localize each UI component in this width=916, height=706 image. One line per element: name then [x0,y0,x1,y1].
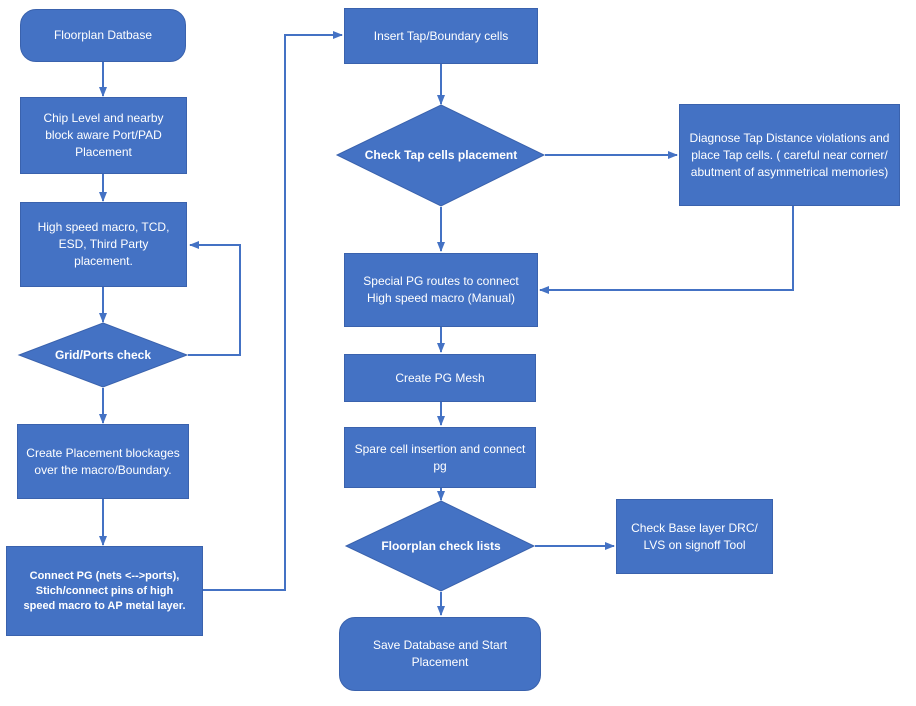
check-tap-diamond [335,104,546,207]
connect-pg-node: Connect PG (nets <-->ports), Stich/conne… [6,546,203,636]
floorplan-database-node: Floorplan Datbase [20,9,186,62]
grid-ports-check-label: Grid/Ports check [54,348,152,362]
create-pg-mesh-node: Create PG Mesh [344,354,536,402]
placement-blockages-node: Create Placement blockages over the macr… [17,424,189,499]
chip-level-placement-node: Chip Level and nearby block aware Port/P… [20,97,187,174]
connector-diagnose-to-specialpg [539,206,794,294]
high-speed-macro-placement-node: High speed macro, TCD, ESD, Third Party … [20,202,187,287]
save-database-node: Save Database and Start Placement [339,617,541,691]
check-tap-cells-label: Check Tap cells placement [364,148,518,162]
floorplan-check-diamond [344,500,536,592]
connector-grid-loop-back [188,241,241,356]
check-base-layer-drc-node: Check Base layer DRC/ LVS on signoff Too… [616,499,773,574]
floorplan-check-lists-label: Floorplan check lists [381,539,501,553]
connector-connectpg-to-inserttap [203,31,343,591]
diagnose-tap-distance-node: Diagnose Tap Distance violations and pla… [679,104,900,206]
special-pg-routes-node: Special PG routes to connect High speed … [344,253,538,327]
insert-tap-boundary-node: Insert Tap/Boundary cells [344,8,538,64]
spare-cell-insertion-node: Spare cell insertion and connect pg [344,427,536,488]
grid-ports-check-diamond [17,322,189,388]
